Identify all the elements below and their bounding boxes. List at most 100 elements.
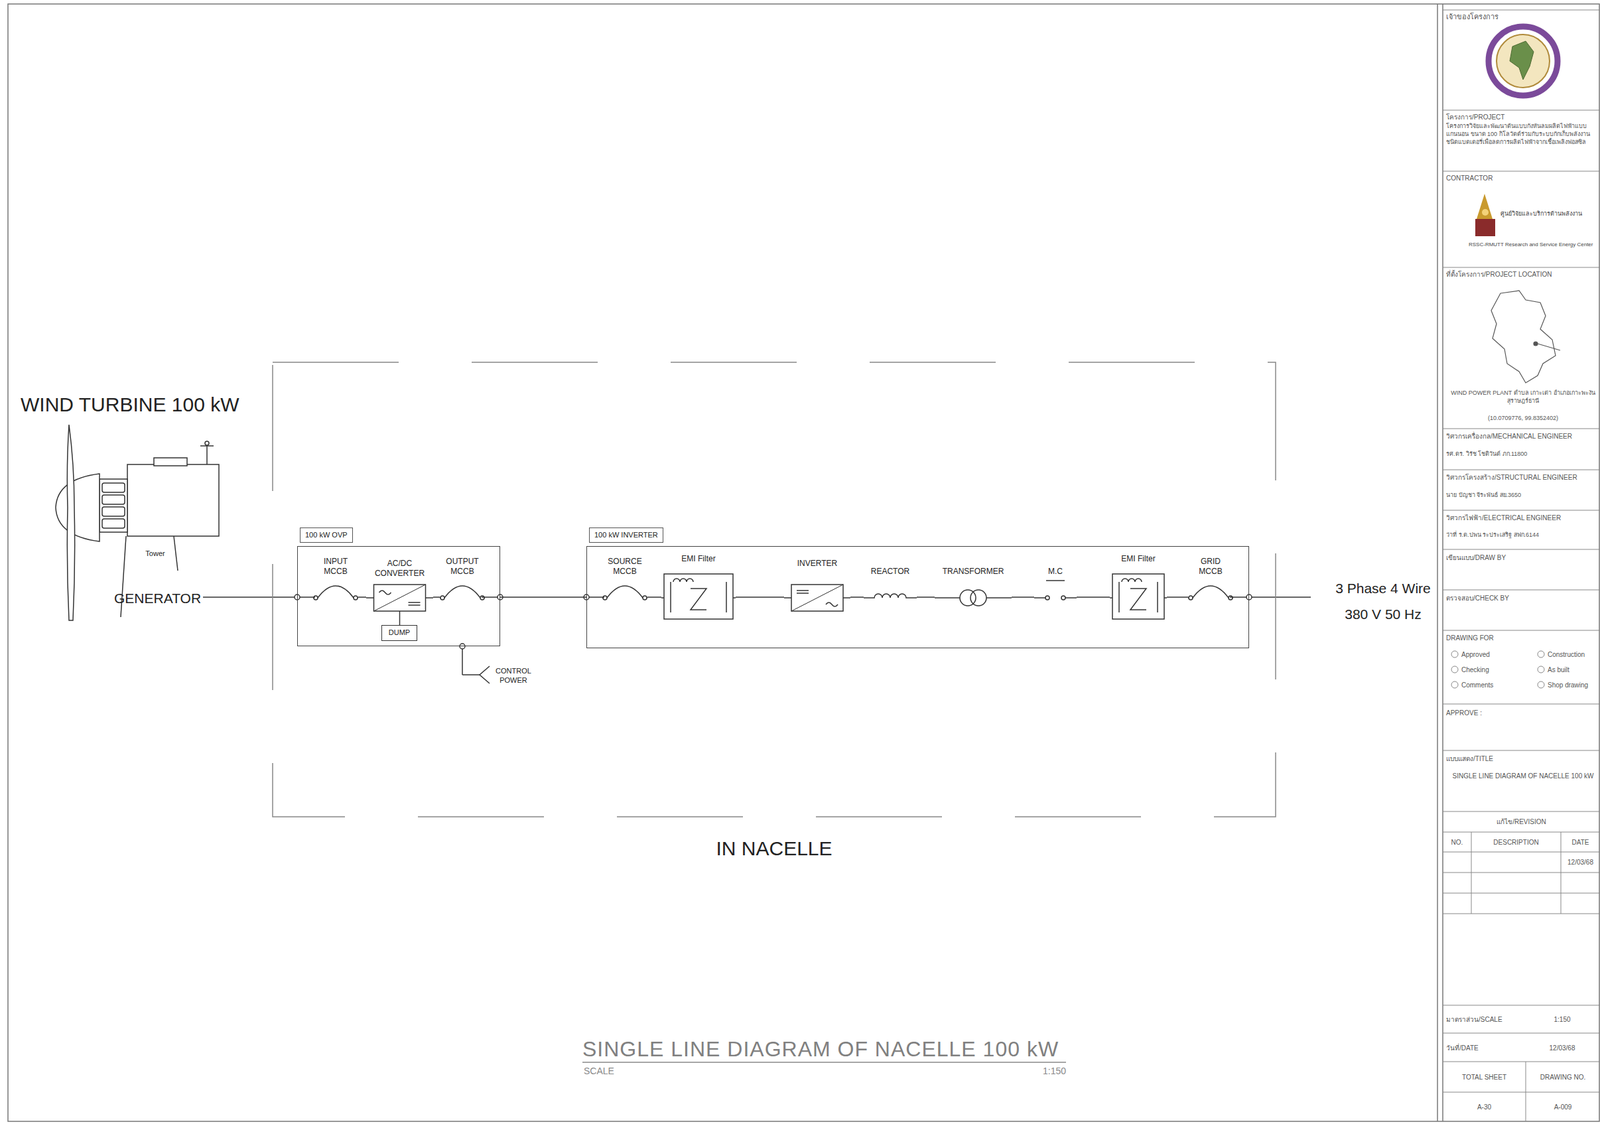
- title-block-text: ศูนย์วิจัยและบริการด้านพลังงาน: [1500, 209, 1599, 218]
- line-art: [1509, 41, 1534, 80]
- wire-connector: [433, 596, 440, 598]
- line-art: [206, 445, 208, 465]
- wire-connector: [735, 596, 785, 598]
- line-art: [353, 595, 358, 600]
- equipment-box: 100 kW INVERTERSOURCE MCCBEMI FilterINVE…: [586, 545, 1250, 649]
- title-block-text: A-009: [1525, 1102, 1600, 1112]
- line-art: [1560, 831, 1562, 914]
- title-block-text: แบบแสดง/TITLE: [1446, 754, 1494, 763]
- line-art: [690, 588, 707, 610]
- line-art: [1451, 681, 1459, 688]
- node-label: INVERTER: [784, 558, 851, 569]
- title-block-text: (10.0709776, 99.8352402): [1449, 413, 1597, 422]
- line-art: [1442, 1032, 1600, 1034]
- wiring: [202, 594, 1311, 684]
- title-block-text: 1:150: [1525, 1014, 1599, 1024]
- line-art: [1442, 171, 1600, 172]
- node-label: EMI Filter: [1109, 553, 1167, 564]
- line-art: [1451, 666, 1459, 673]
- wire-connector: [500, 596, 587, 598]
- title-block-text: Shop drawing: [1547, 680, 1600, 690]
- contractor-logo: [1475, 193, 1496, 237]
- line-art: [313, 585, 359, 598]
- line-art: [102, 506, 125, 517]
- node-label: IN NACELLE: [272, 837, 1276, 860]
- title-block-text: วิศวกรไฟฟ้า/ELECTRICAL ENGINEER: [1446, 513, 1598, 523]
- line-art: [102, 518, 125, 529]
- line-art: [55, 473, 100, 542]
- title-block-text: DRAWING FOR: [1446, 633, 1494, 643]
- wind-turbine: [55, 424, 219, 621]
- line-art: [1496, 34, 1550, 88]
- line-art: [1442, 510, 1600, 511]
- title-block-text: แก้ไข/REVISION: [1442, 817, 1600, 826]
- title-block-text: วันที่/DATE: [1446, 1043, 1479, 1053]
- line-art: [1442, 549, 1600, 550]
- line-art: [1246, 594, 1252, 600]
- line-art: [1119, 581, 1158, 613]
- title-block-text: As built: [1547, 665, 1600, 674]
- title-block-grid: [1442, 9, 1600, 1122]
- wire-connector: [916, 596, 935, 598]
- line-art: [934, 597, 1012, 599]
- line-art: [664, 573, 734, 619]
- line-art: [1488, 26, 1558, 96]
- line-art: [1112, 573, 1165, 619]
- line-art: [1442, 469, 1600, 471]
- line-art: [1442, 872, 1600, 873]
- node-label: OUTPUT MCCB: [439, 556, 485, 577]
- diagram-label: GENERATOR: [114, 589, 201, 607]
- title-block-text: SCALE: [583, 1064, 615, 1077]
- line-art: [204, 441, 209, 446]
- line-art: [1188, 595, 1193, 600]
- title-block-text: เจ้าของโครงการ: [1446, 11, 1499, 22]
- breaker-symbol: SOURCE MCCB: [602, 554, 648, 608]
- line-art: [299, 596, 316, 598]
- line-art: [970, 589, 987, 606]
- node-label: AC/DC CONVERTER: [366, 558, 434, 579]
- line-art: [480, 595, 485, 600]
- line-art: [1442, 703, 1600, 705]
- line-art: [670, 581, 727, 613]
- wire-connector: [399, 610, 401, 625]
- line-art: [1442, 589, 1600, 591]
- contactor-symbol: M.C: [1034, 564, 1077, 608]
- line-art: [1451, 650, 1459, 658]
- diagram-label: 380 V 50 Hz: [1330, 604, 1437, 623]
- line-art: [66, 424, 75, 621]
- node-label: TRANSFORMER: [934, 566, 1012, 577]
- line-art: [1537, 681, 1545, 688]
- sheet-frame: [7, 3, 1600, 1122]
- line-art: [102, 482, 125, 493]
- owner-logo: [1488, 26, 1558, 96]
- title-block-text: TOTAL SHEET: [1442, 1072, 1526, 1082]
- title-block-text: RSSC-RMUTT Research and Service Energy C…: [1468, 241, 1599, 249]
- line-art: [796, 590, 838, 607]
- line-art: [1525, 1061, 1527, 1122]
- diagram-label: 3 Phase 4 Wire: [1330, 579, 1437, 598]
- line-art: [1045, 595, 1050, 600]
- reactor-symbol: REACTOR: [863, 564, 917, 608]
- wire-connector: [1076, 596, 1110, 598]
- title-block-text: วิศวกรเครื่องกล/MECHANICAL ENGINEER: [1446, 431, 1598, 441]
- line-art: [673, 578, 694, 582]
- node-label: M.C: [1034, 566, 1077, 577]
- line-art: [1475, 218, 1496, 237]
- wire-connector: [358, 596, 367, 598]
- line-art: [1034, 580, 1077, 598]
- title-block-text: โครงการ/PROJECT: [1446, 112, 1505, 122]
- line-art: [1251, 596, 1311, 598]
- node-symbol: [1109, 553, 1167, 621]
- title-block-text: SINGLE LINE DIAGRAM OF NACELLE 100 kW: [1449, 771, 1597, 781]
- line-art: [7, 3, 1600, 1122]
- node-label: 100 kW INVERTER: [589, 527, 664, 543]
- title-block-text: A-30: [1442, 1102, 1526, 1112]
- line-art: [602, 585, 648, 598]
- title-block-text: วิศวกรโครงสร้าง/STRUCTURAL ENGINEER: [1446, 472, 1598, 482]
- line-art: [1537, 650, 1545, 658]
- wire-connector: [1011, 596, 1035, 598]
- line-art: [1537, 343, 1561, 351]
- title-block-text: DESCRIPTION: [1471, 837, 1561, 847]
- node-symbol: [272, 362, 1276, 817]
- line-art: [127, 464, 219, 536]
